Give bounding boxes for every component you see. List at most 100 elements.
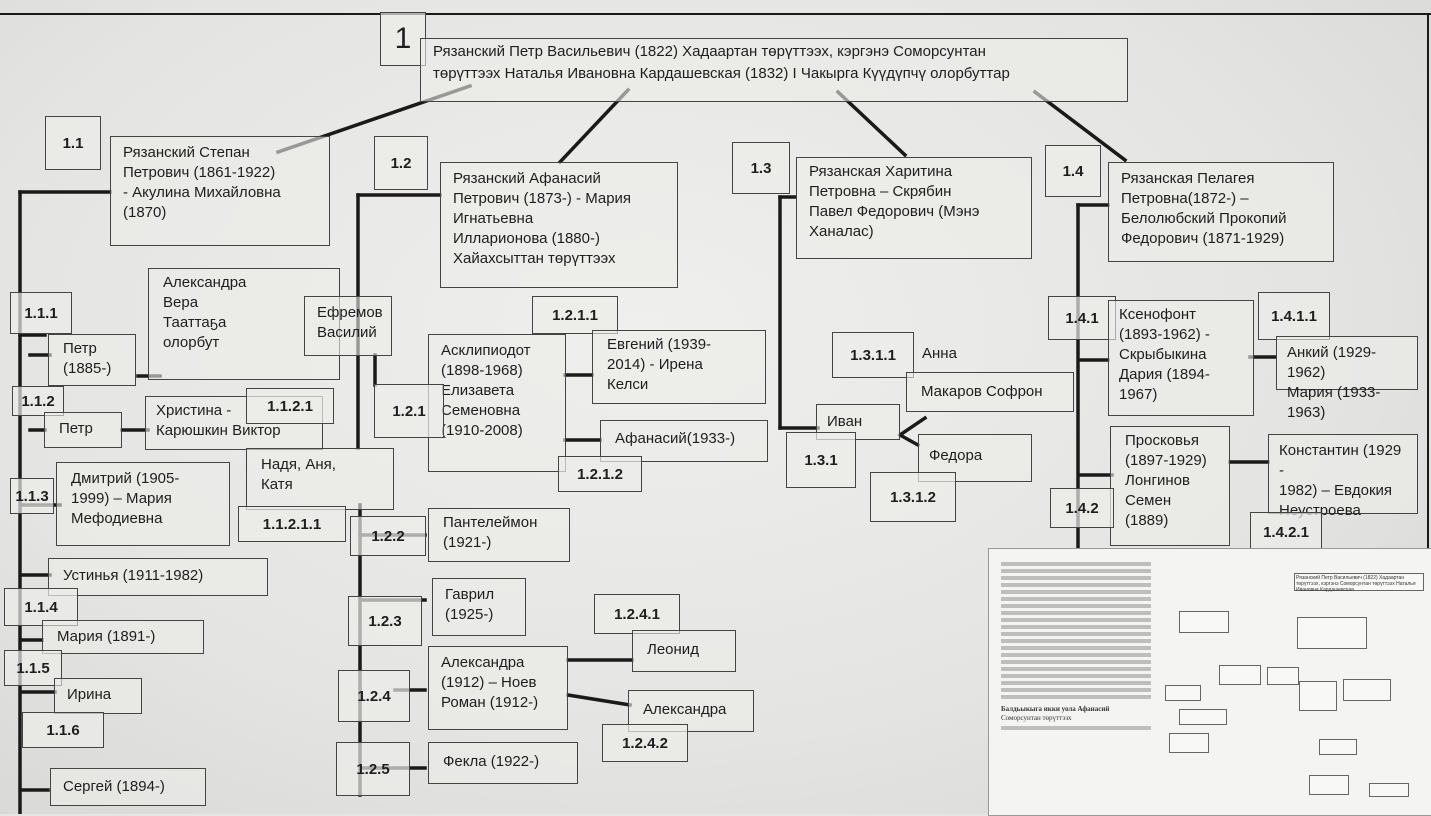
inset-page-photo: Балдьыкыга икки уола Афанасий Соморсунта… [988,548,1431,816]
code-1-3: 1.3 [732,142,790,194]
alexn-l3: Роман (1912-) [441,694,539,711]
box-panteleimon: Пантелеймон (1921-) [428,508,570,562]
code-1-2-4-1: 1.2.4.1 [594,594,680,634]
alexn-l2: (1912) – Ноев [441,674,537,691]
inset-box-a [1179,611,1229,633]
b13-l1: Рязанская Харитина [809,163,953,180]
ks-l5: 1967) [1119,386,1158,403]
b12-l4: Илларионова (1880-) [453,230,600,247]
b11-l2: Петрович (1861-1922) [123,164,276,181]
box-leonid: Леонид [632,630,736,672]
petr1-l2: (1885-) [63,360,112,377]
code-1-2: 1.2 [374,136,428,190]
box-alexandra-noev: Александра (1912) – Ноев Роман (1912-) [428,646,568,730]
code-1-1-6: 1.1.6 [22,712,104,748]
inset-box-h [1179,709,1227,725]
inset-box-c [1219,665,1261,685]
inset-box-i [1169,733,1209,753]
box-asklipiodot: Асклипиодот (1898-1968) Елизавета Семено… [428,334,566,472]
code-1-1-3: 1.1.3 [10,478,54,514]
code-1-2-1: 1.2.1 [374,384,444,438]
box-petr: Петр [44,412,122,448]
code-1-2-1-1: 1.2.1.1 [532,296,618,334]
ks-l2: (1893-1962) - [1119,326,1210,343]
box-maria: Мария (1891-) [42,620,204,654]
box-fedora: Федора [918,434,1032,482]
inset-box-f [1343,679,1391,701]
ks-l4: Дария (1894- [1119,366,1210,383]
code-1-3-1-1: 1.3.1.1 [832,332,914,378]
alex-l4: олорбут [163,334,220,351]
inset-box-l [1369,783,1409,797]
box-1-1: Рязанский Степан Петрович (1861-1922) - … [110,136,330,246]
inset-box-b [1297,617,1367,649]
inset-box-j [1319,739,1357,755]
b11-l4: (1870) [123,204,167,221]
pr-l5: (1889) [1125,512,1169,529]
code-1-2-5: 1.2.5 [336,742,410,796]
inset-box-d [1267,667,1299,685]
b14-l4: Федорович (1871-1929) [1121,230,1285,247]
alex-l2: Вера [163,294,199,311]
inset-para2: Соморсунтан төрүттээх [1001,714,1072,722]
box-evgeny: Евгений (1939- 2014) - Ирена Келси [592,330,766,404]
code-1-1-2-1-1: 1.1.2.1.1 [238,506,346,542]
box-irina: Ирина [54,678,142,714]
b11-l3: - Акулина Михайловна [123,184,281,201]
box-proskovya: Просковья (1897-1929) Лонгинов Семен (18… [1110,426,1230,546]
code-1-2-2: 1.2.2 [350,516,426,556]
gavr-l1: Гаврил [445,586,495,603]
box-efremov: Ефремов Василий [304,296,392,356]
b13-l2: Петровна – Скрябин [809,183,952,200]
gavr-l2: (1925-) [445,606,494,623]
box-konstantin: Константин (1929 - 1982) – Евдокия Неуст… [1268,434,1418,519]
code-1-2-1-2: 1.2.1.2 [558,456,642,492]
nadya-l2: Катя [261,476,293,493]
code-1-3-1-2: 1.3.1.2 [870,472,956,522]
code-1-1-4: 1.1.4 [4,588,78,626]
box-afanasy: Афанасий(1933-) [600,420,768,462]
b14-l2: Петровна(1872-) – [1121,190,1249,207]
efremov-l1: Ефремов [317,304,383,321]
code-1-1: 1.1 [45,116,101,170]
evg-l2: 2014) - Ирена [607,356,703,373]
ask-l1: Асклипиодот [441,342,531,359]
b11-l1: Рязанский Степан [123,144,250,161]
ask-l5: (1910-2008) [441,422,523,439]
box-sergey: Сергей (1894-) [50,768,206,806]
christina-l2: Карюшкин Виктор [156,422,281,439]
ks-l3: Скрыбыкина [1119,346,1207,363]
code-1-4: 1.4 [1045,145,1101,197]
code-1-2-3: 1.2.3 [348,596,422,646]
b13-l3: Павел Федорович (Мэнэ [809,203,980,220]
box-makarov: Макаров Софрон [906,372,1074,412]
nadya-l1: Надя, Аня, [261,456,336,473]
box-nadya: Надя, Аня, Катя [246,448,394,510]
dmitry-l1: Дмитрий (1905- [71,470,180,487]
christina-l1: Христина - [156,402,232,419]
anna: Анна [922,345,957,362]
ks-l1: Ксенофонт [1119,306,1197,323]
pr-l4: Семен [1125,492,1172,509]
code-1-2-4-2: 1.2.4.2 [602,724,688,762]
inset-root-box: Рязанский Петр Васильевич (1822) Хадаарт… [1294,573,1424,593]
box-1-2: Рязанский Афанасий Петрович (1873-) - Ма… [440,162,678,288]
b14-l1: Рязанская Пелагея [1121,170,1255,187]
b12-l3: Игнатьевна [453,210,534,227]
code-1-4-2-1: 1.4.2.1 [1250,512,1322,552]
efremov-l2: Василий [317,324,377,341]
code-1-4-1: 1.4.1 [1048,296,1116,340]
inset-box-g [1165,685,1201,701]
root-line2: төрүттээх Наталья Ивановна Кардашевская … [433,65,1010,82]
evg-l3: Келси [607,376,649,393]
code-1-1-2-1: 1.1.2.1 [246,388,334,424]
pr-l1: Просковья [1125,432,1199,449]
evg-l1: Евгений (1939- [607,336,712,353]
dmitry-l2: 1999) – Мария [71,490,172,507]
inset-para1: Балдьыкыга икки уола Афанасий [1001,705,1110,713]
box-1-3: Рязанская Харитина Петровна – Скрябин Па… [796,157,1032,259]
code-1-1-2: 1.1.2 [12,386,64,416]
ank-l1: Анкий (1929-1962) [1287,344,1377,381]
inset-text-column: Балдьыкыга икки уола Афанасий Соморсунта… [1001,559,1151,733]
code-1-1-1: 1.1.1 [10,292,72,334]
